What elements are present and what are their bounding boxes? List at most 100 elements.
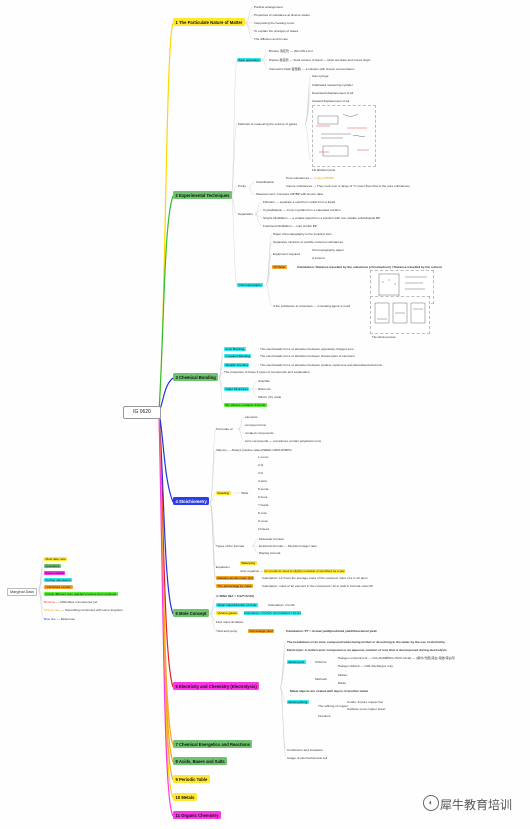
- s2-chrom-item[interactable]: Paper chromatography is the simplest for…: [273, 232, 332, 236]
- s5-yield-calc[interactable]: Calculation: PY = Actual yield/predicted…: [286, 629, 377, 633]
- section-periodic-table[interactable]: 9 Periodic Table: [173, 775, 210, 783]
- s2-crystallisation[interactable]: Crystallisation — Form crystals from a s…: [263, 208, 341, 212]
- s4-equations[interactable]: Equations: [216, 565, 230, 569]
- s3-mnemonic[interactable]: My silicone contains 4-bonds: [224, 403, 267, 407]
- s2-pure[interactable]: Pure substances — Unique MP/BP: [286, 176, 335, 180]
- section-energetics[interactable]: 7 Chemical Energetics and Reactions: [173, 740, 253, 748]
- s6-halogen-diluted[interactable]: Halogen diluted — CR4 discharges only: [338, 664, 393, 668]
- s5-limiting[interactable]: Find mass limitation: [216, 620, 244, 624]
- s6-conductors[interactable]: Conductors and insulators: [287, 748, 323, 752]
- s4-prefix[interactable]: 1 mono: [258, 455, 269, 459]
- legend-further-discussion[interactable]: Further discussion: [44, 578, 73, 582]
- s1-item[interactable]: Properties of substance at diverse state…: [254, 13, 310, 17]
- s2-gas-item[interactable]: Gas syringe: [312, 74, 329, 78]
- s3-covalent-def[interactable]: The electrostatic force of attraction be…: [260, 354, 355, 358]
- s4-types[interactable]: Types of the formula: [216, 544, 245, 548]
- legend-different-points[interactable]: Points different from teacher's lecture …: [44, 592, 118, 596]
- s2-gas-methods[interactable]: Methods of measuring the volume of gases: [238, 122, 298, 126]
- s2-separation[interactable]: Separation: [238, 212, 253, 216]
- s4-prefix[interactable]: 7 hepta: [258, 503, 269, 507]
- s2-fill-label[interactable]: Fill labelled parts: [312, 168, 336, 172]
- s4-balancing[interactable]: Balancing: [240, 561, 257, 565]
- s2-equipment-item[interactable]: A solvent: [312, 256, 325, 260]
- s2-pipette[interactable]: Pipette 移液管 — fixed volume of liquid — M…: [269, 58, 371, 62]
- s2-equipment-item[interactable]: Chromatography paper: [312, 248, 344, 252]
- s2-impure[interactable]: Impure substances — They melt over a ran…: [286, 184, 410, 188]
- legend-unfinished[interactable]: Unfinished content: [44, 585, 73, 589]
- section-mole-concept[interactable]: 5 Mole Concept: [173, 609, 209, 617]
- s6-electrolysis[interactable]: Electrolysis: [287, 660, 306, 664]
- s2-gas-item[interactable]: Downward displacement of air: [312, 91, 354, 95]
- s2-caption[interactable]: The whole process: [372, 335, 396, 339]
- s2-purity[interactable]: Purity: [238, 184, 246, 188]
- s2-gas-item[interactable]: Upward displacement of air: [312, 99, 350, 103]
- s2-classification[interactable]: Classification: [256, 180, 275, 184]
- section-stoichiometry[interactable]: 4 Stoichiometry: [173, 497, 210, 505]
- s4-ionic-equation[interactable]: Ionic equation — Ion products need to sl…: [240, 569, 345, 573]
- s4-ram-calc[interactable]: Calculation: 12 times the average mass o…: [262, 576, 368, 580]
- s6-electrochemical-cell[interactable]: Usage of electrochemical cell: [287, 756, 328, 760]
- s4-formula-item[interactable]: compound ions: [245, 423, 266, 427]
- s2-fractional-distillation[interactable]: Fractional Distillation — Like similar B…: [263, 224, 317, 228]
- legend-title[interactable]: Marginal Data: [7, 588, 37, 596]
- section-acids-bases-salts[interactable]: 8 Acids, Bases and Salts: [173, 757, 228, 765]
- s3-ionic-def[interactable]: The electrostatic force of attraction be…: [260, 347, 354, 351]
- s2-filtration[interactable]: Filtration — separate a solid from solid…: [263, 200, 336, 204]
- s2-apparatus[interactable]: Bear apparatus: [237, 58, 262, 62]
- s6-functions[interactable]: functions: [318, 714, 331, 718]
- s1-item[interactable]: The diffusion and its rate: [254, 37, 288, 41]
- s5-percentage-yield[interactable]: Percentage yield: [248, 629, 275, 633]
- s5-avogadro[interactable]: n=N/NA (NA = 6.02*10^23): [216, 594, 254, 598]
- s2-burette[interactable]: Burette 滴定管 — 20cm³/0.1cm³: [269, 49, 313, 53]
- s5-molar-mass[interactable]: Molar mass/Number of mole: [216, 603, 258, 607]
- s4-prefix[interactable]: 10 deca: [258, 527, 270, 531]
- s4-prefix[interactable]: 2 di: [258, 463, 263, 467]
- legend-exam-related[interactable]: Exam-related: [44, 571, 66, 575]
- s3-ionic[interactable]: Ionic Bonding: [224, 347, 246, 351]
- legend-questions[interactable]: Questions: [44, 564, 61, 568]
- legend-must-take-note[interactable]: Must take note: [44, 557, 68, 561]
- s3-giant-item[interactable]: Diamond: [258, 387, 271, 391]
- s6-refining-item[interactable]: Anode: Impure copper bar: [347, 700, 383, 704]
- s4-relative-atomic-mass[interactable]: Relative atomic mass (Ar): [216, 576, 255, 580]
- s4-prefix[interactable]: 4 tetra: [258, 479, 267, 483]
- s4-formula-item[interactable]: covalent compounds: [245, 431, 274, 435]
- s6-chlorine[interactable]: Chlorine: [315, 660, 327, 664]
- section-chemical-bonding[interactable]: 3 Chemical Bonding: [173, 373, 219, 381]
- s1-item[interactable]: Interpreting the heating curve: [254, 21, 295, 25]
- legend-blue-line[interactable]: Blue line — Reference: [44, 617, 75, 621]
- s1-item[interactable]: Particle arrangement: [254, 5, 283, 9]
- s6-electrolyte[interactable]: Electrolyte: A molten ionic compound or …: [287, 648, 447, 652]
- s6-halogen-env[interactable]: Halogen environment — CI2+H2O⇌HCl+HClO (…: [338, 656, 455, 660]
- s2-colourless[interactable]: If the substance is colourless — A locat…: [273, 304, 351, 308]
- s4-reading[interactable]: Reading: [216, 491, 231, 495]
- s4-valency[interactable]: Valency — Always positive values/SEEK GR…: [216, 448, 292, 452]
- s6-electroplating[interactable]: Electroplating: [287, 700, 309, 704]
- s6-breakdown[interactable]: The breakdown of an ionic compound when …: [287, 640, 445, 644]
- s1-item[interactable]: To explain the changes of states: [254, 29, 299, 33]
- section-experimental-techniques[interactable]: 2 Experimental Techniques: [173, 191, 232, 199]
- s5-yield[interactable]: Yield and purity: [216, 629, 238, 633]
- s4-pct-calc[interactable]: Calculation: mass of an element in the c…: [262, 584, 374, 588]
- s4-prefix[interactable]: 9 nona: [258, 519, 268, 523]
- s4-type-item[interactable]: Molecular formula: [259, 537, 284, 541]
- legend-red-line[interactable]: Red line — Difficulties encountered yet: [44, 600, 98, 604]
- s2-rf-value[interactable]: Rf Value: [272, 265, 287, 269]
- s6-methods[interactable]: Methods: [315, 677, 327, 681]
- section-metals[interactable]: 10 Metals: [173, 793, 197, 801]
- s6-refining-item[interactable]: Cathode: pure copper sheet: [347, 707, 386, 711]
- section-organic-chemistry[interactable]: 11 Organic Chemistry: [173, 811, 222, 819]
- s6-method-item[interactable]: Dilute: [338, 681, 346, 685]
- s3-covalent[interactable]: Covalent Bonding: [224, 354, 252, 358]
- s4-prefix[interactable]: 8 octa: [258, 511, 267, 515]
- s4-type-item[interactable]: Display formula: [259, 551, 281, 555]
- s4-prefix[interactable]: 6 hexa: [258, 495, 268, 499]
- s4-table[interactable]: Table: [241, 491, 249, 495]
- s3-giant-item[interactable]: Silicon (IV) oxide: [258, 395, 282, 399]
- s4-prefix[interactable]: 5 penta: [258, 487, 269, 491]
- s3-metallic[interactable]: Metallic bonding: [224, 363, 250, 367]
- s2-chrom-item[interactable]: Separates mixtures of soluble coloured s…: [273, 240, 343, 244]
- s3-giant[interactable]: Giant Structures: [224, 387, 250, 391]
- s4-prefix[interactable]: 3 tri: [258, 471, 264, 475]
- s2-rf-calculation[interactable]: Calculation: Distance travelled by the s…: [297, 265, 442, 269]
